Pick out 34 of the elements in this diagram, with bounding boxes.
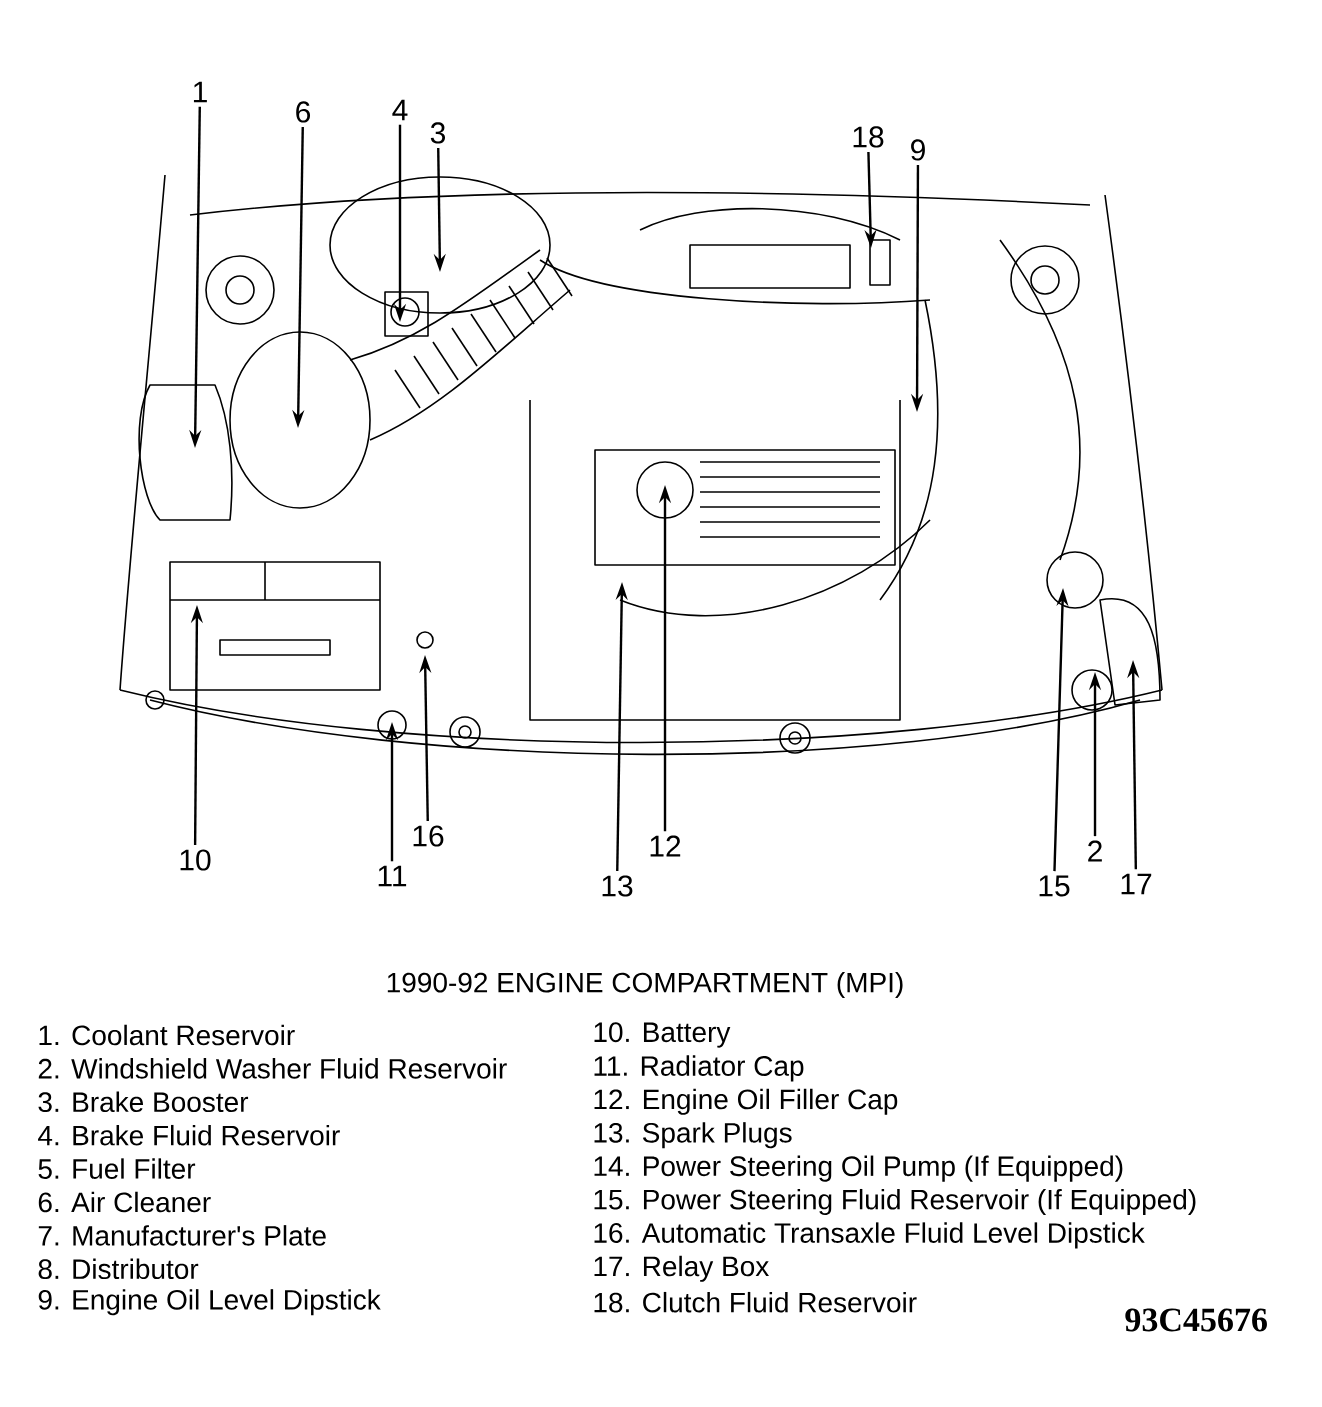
key-list-item: 10. Battery xyxy=(594,1022,731,1048)
key-list-item: 12. Engine Oil Filler Cap xyxy=(594,1088,898,1115)
callout-number: 15 xyxy=(1039,875,1070,897)
callout-number: 12 xyxy=(650,835,681,857)
callout-number: 16 xyxy=(413,825,444,847)
callout-number: 3 xyxy=(430,122,446,144)
key-list-item: 17. Relay Box xyxy=(594,1255,769,1282)
callout-number: 2 xyxy=(1088,840,1102,862)
callout-number: 4 xyxy=(392,99,408,121)
key-list-item: 8. Distributor xyxy=(38,1258,199,1280)
key-list-item: 5. Fuel Filter xyxy=(38,1158,196,1179)
callout-number: 1 xyxy=(193,81,207,103)
key-list-item: 7. Manufacturer's Plate xyxy=(38,1225,326,1246)
figure-number: 93C45676 xyxy=(1125,1308,1267,1332)
key-list-item: 9. Engine Oil Level Dipstick xyxy=(38,1289,381,1316)
callout-number: 10 xyxy=(180,849,211,871)
key-list-item: 13. Spark Plugs xyxy=(594,1122,792,1149)
key-list-item: 18. Clutch Fluid Reservoir xyxy=(594,1291,917,1313)
callout-number: 18 xyxy=(853,126,884,148)
key-list-item: 2. Windshield Washer Fluid Reservoir xyxy=(38,1058,507,1079)
callout-number: 9 xyxy=(911,139,925,161)
key-list-item: 11. Radiator Cap xyxy=(594,1055,804,1082)
key-list-item: 3. Brake Booster xyxy=(38,1091,249,1113)
callout-number: 6 xyxy=(296,101,311,123)
key-list-item: 16. Automatic Transaxle Fluid Level Dipstick xyxy=(594,1222,1145,1249)
callout-number: 13 xyxy=(602,875,633,897)
key-list-item: 14. Power Steering Oil Pump (If Equipped) xyxy=(594,1155,1123,1182)
key-list-item: 6. Air Cleaner xyxy=(38,1191,211,1213)
callout-number: 17 xyxy=(1121,873,1152,895)
title: 1990-92 ENGINE COMPARTMENT (MPI) xyxy=(387,971,903,999)
callout-number: 11 xyxy=(378,865,407,887)
key-list-item: 4. Brake Fluid Reservoir xyxy=(38,1124,340,1146)
key-list-item: 1. Coolant Reservoir xyxy=(39,1024,295,1046)
key-list-item: 15. Power Steering Fluid Reservoir (If Equipped) xyxy=(594,1188,1196,1216)
